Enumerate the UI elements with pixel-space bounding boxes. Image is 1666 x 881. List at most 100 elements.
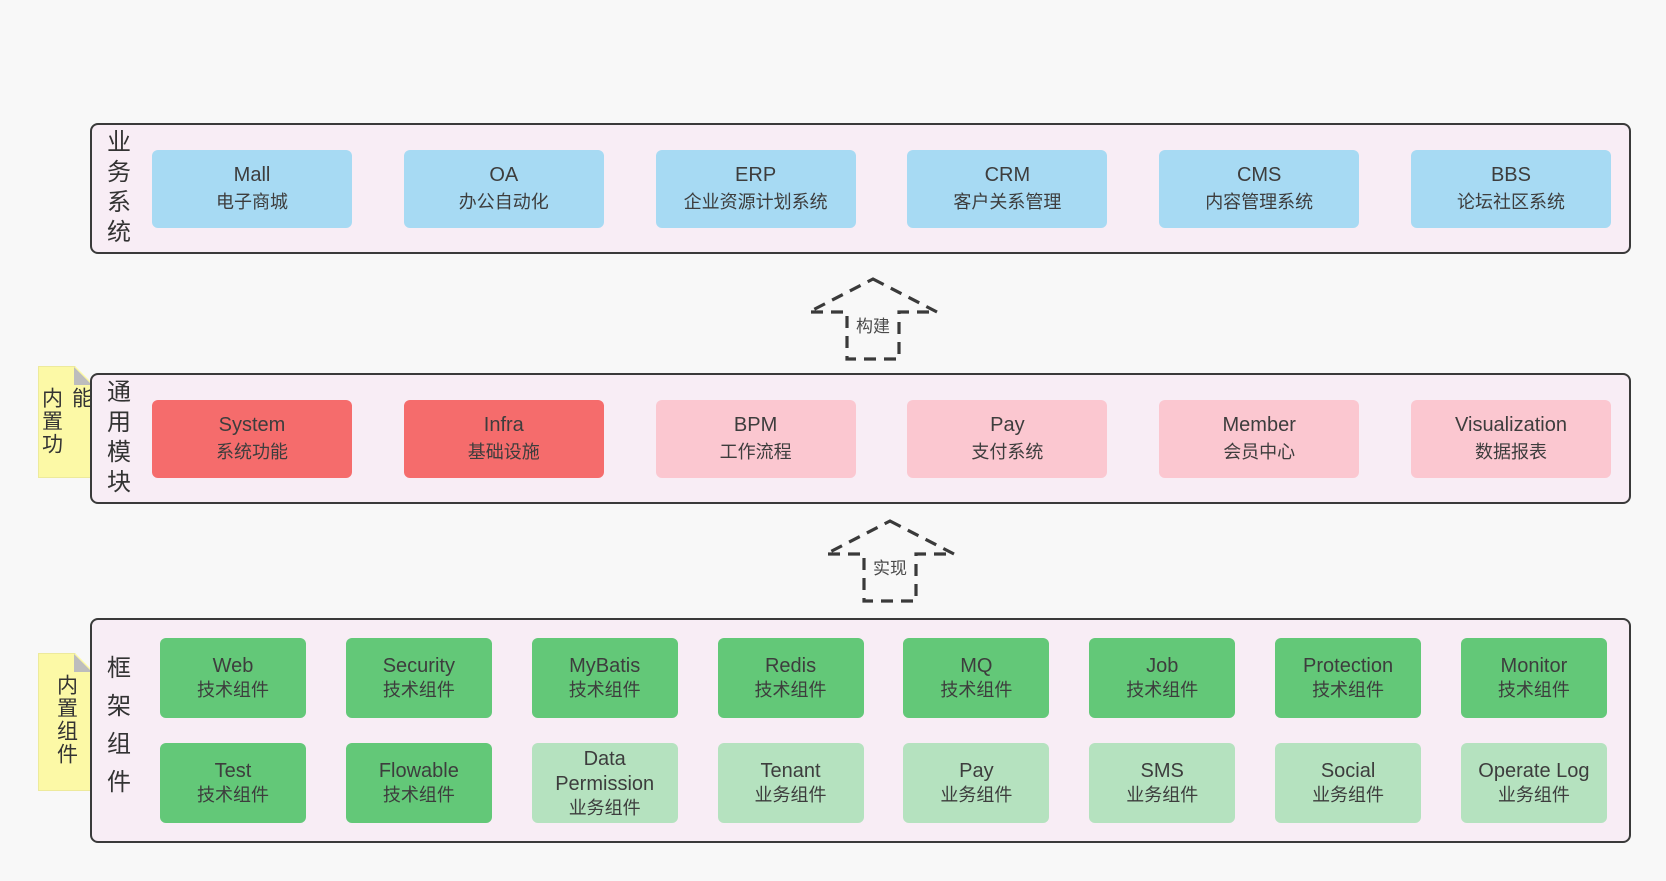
box-subtitle: 技术组件 (382, 680, 455, 701)
module-box-member: Member 会员中心 (1159, 399, 1360, 478)
layer-business-systems: 业务系统 Mall 电子商城 OA 办公自动化 ERP 企业资源计划系统 CRM 客户关系管理… (90, 123, 1631, 254)
box-subtitle: 工作流程 (719, 441, 792, 462)
box-subtitle: 支付系统 (971, 441, 1044, 462)
box-title: Pay (990, 414, 1025, 437)
box-title: SMS (1140, 760, 1184, 783)
box-title: Monitor (1500, 655, 1568, 678)
box-title: System (218, 414, 286, 437)
box-subtitle: 技术组件 (1312, 680, 1385, 701)
box-subtitle: 会员中心 (1223, 441, 1296, 462)
box-subtitle: 技术组件 (1126, 680, 1199, 701)
box-title: ERP (735, 164, 777, 187)
module-box-oa: OA 办公自动化 (403, 149, 604, 228)
box-subtitle: 电子商城 (216, 191, 288, 212)
up-arrow-implement: 实现 (823, 518, 957, 604)
box-subtitle: 系统功能 (216, 441, 288, 462)
layer-common-modules: 通用模块 System 系统功能 Infra 基础设施 BPM 工作流程 Pay 支付系统 Me… (90, 373, 1631, 504)
box-title: Social (1320, 760, 1376, 783)
module-box-erp: ERP 企业资源计划系统 (655, 149, 856, 228)
box-title: Infra (483, 414, 524, 437)
sticky-note-text: 内置组件 (54, 674, 78, 766)
box-title: Tenant (760, 760, 821, 783)
module-box-infra: Infra 基础设施 (403, 399, 604, 478)
module-box-bbs: BBS 论坛社区系统 (1410, 149, 1611, 228)
box-title: Security (382, 655, 455, 678)
box-subtitle: 业务组件 (568, 797, 641, 818)
box-title: Operate Log (1478, 760, 1590, 783)
box-subtitle: 基础设施 (467, 441, 540, 462)
modules-box-row: System 系统功能 Infra 基础设施 BPM 工作流程 Pay 支付系统 Member 会… (140, 375, 1629, 502)
box-subtitle: 企业资源计划系统 (683, 191, 828, 212)
module-box-cms: CMS 内容管理系统 (1159, 149, 1360, 228)
box-title: Web (212, 655, 254, 678)
box-subtitle: 业务组件 (1312, 785, 1385, 806)
module-box-crm: CRM 客户关系管理 (907, 149, 1108, 228)
layer-label-business: 业务系统 (102, 128, 130, 249)
box-subtitle: 技术组件 (197, 680, 269, 701)
box-title: BPM (733, 414, 778, 437)
box-subtitle: 办公自动化 (458, 191, 549, 212)
box-title: BBS (1490, 164, 1531, 187)
box-title: Visualization (1455, 414, 1567, 437)
box-subtitle: 数据报表 (1474, 441, 1547, 462)
sticky-note-builtin-components: 内置组件 (38, 653, 93, 791)
module-box-bpm: BPM 工作流程 (655, 399, 856, 478)
arrow-implement-label: 实现 (871, 554, 909, 579)
box-subtitle: 技术组件 (754, 680, 827, 701)
box-subtitle: 业务组件 (940, 785, 1013, 806)
sticky-note-text: 内置功能 (39, 387, 93, 456)
box-subtitle: 业务组件 (754, 785, 827, 806)
module-box-system: System 系统功能 (152, 399, 352, 478)
box-title: Pay (959, 760, 994, 783)
box-title: CMS (1236, 164, 1282, 187)
box-subtitle: 内容管理系统 (1205, 191, 1314, 212)
box-subtitle: 技术组件 (1497, 680, 1570, 701)
box-title: Job (1146, 655, 1179, 678)
box-subtitle: 技术组件 (568, 680, 641, 701)
layer-label-modules: 通用模块 (102, 378, 130, 499)
box-title: CRM (984, 164, 1031, 187)
box-title: Member (1222, 414, 1296, 437)
box-subtitle: 客户关系管理 (953, 191, 1062, 212)
box-title: Data Permission (555, 747, 655, 795)
box-title: Test (214, 760, 252, 783)
box-subtitle: 技术组件 (382, 785, 455, 806)
box-subtitle: 技术组件 (197, 785, 269, 806)
box-title: Flowable (378, 760, 459, 783)
box-subtitle: 业务组件 (1497, 785, 1570, 806)
box-title: Mall (233, 164, 271, 187)
box-subtitle: 技术组件 (940, 680, 1013, 701)
module-box-visualization: Visualization 数据报表 (1410, 399, 1611, 478)
box-title: MQ (960, 655, 993, 678)
box-subtitle: 业务组件 (1126, 785, 1199, 806)
box-subtitle: 论坛社区系统 (1456, 191, 1565, 212)
module-box-pay: Pay 支付系统 (907, 399, 1108, 478)
box-title: Redis (764, 655, 817, 678)
box-title: MyBatis (569, 655, 641, 678)
box-title: OA (489, 164, 519, 187)
up-arrow-build: 构建 (806, 276, 940, 362)
layer-label-components: 框架组件 (102, 654, 130, 807)
box-title: Protection (1303, 655, 1394, 678)
